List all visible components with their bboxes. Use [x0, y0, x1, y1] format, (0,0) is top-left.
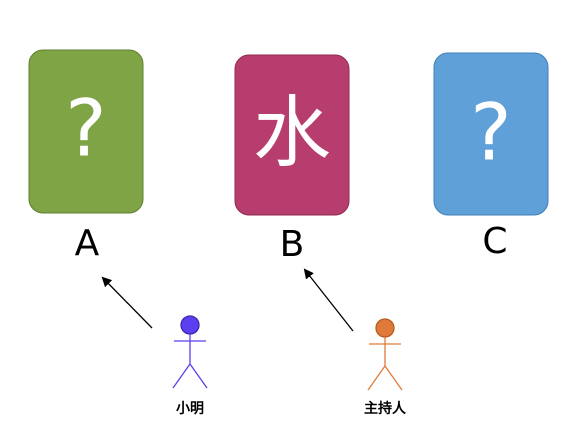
- card-c-symbol: ?: [470, 88, 511, 178]
- card-a: ?: [28, 49, 144, 214]
- person-host-right-leg: [384, 365, 403, 391]
- card-a-letter: A: [75, 223, 100, 264]
- card-c: ?: [433, 52, 549, 216]
- person-xiaoming-right-leg: [189, 363, 208, 389]
- card-b-face: [234, 54, 350, 216]
- person-host: [367, 318, 403, 391]
- person-xiaoming-label: 小明: [176, 401, 204, 417]
- card-c-face: [433, 52, 549, 216]
- person-xiaoming-left-leg: [172, 363, 191, 389]
- person-xiaoming-head: [180, 315, 200, 335]
- card-c-letter: C: [482, 221, 507, 262]
- card-a-symbol: ?: [65, 84, 106, 174]
- arrow-xiaoming-to-a: [101, 276, 153, 329]
- card-b: 水: [234, 54, 350, 216]
- person-host-head: [375, 318, 395, 338]
- person-xiaoming: [172, 315, 208, 389]
- arrow-host-to-b: [303, 268, 354, 332]
- card-a-face: [28, 49, 144, 214]
- person-host-label: 主持人: [364, 400, 407, 417]
- card-b-symbol: 水: [253, 88, 331, 178]
- person-host-left-leg: [367, 365, 386, 391]
- card-b-letter: B: [280, 224, 305, 265]
